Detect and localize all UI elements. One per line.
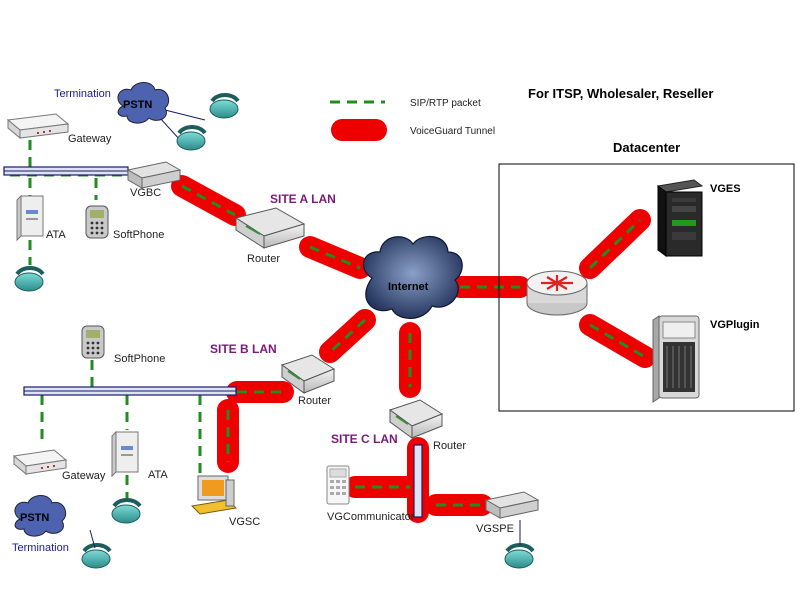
page-title: For ITSP, Wholesaler, Reseller	[528, 86, 713, 101]
sip-router-a-internet	[309, 245, 361, 270]
vgbc-label: VGBC	[130, 187, 161, 199]
tunnel-vgbc-router-a	[171, 175, 246, 226]
lan-b-bar	[23, 386, 237, 396]
router-a-icon	[234, 207, 306, 249]
ata-b-label: ATA	[148, 469, 168, 481]
legend-tunnel-label: VoiceGuard Tunnel	[410, 126, 495, 137]
datacenter-router-icon	[526, 270, 588, 316]
internet-label: Internet	[388, 281, 429, 293]
sip-dc-vgplugin	[589, 323, 646, 359]
phone-icon	[504, 543, 535, 569]
vgspe-device-icon	[484, 491, 540, 519]
vgplugin-server-icon	[652, 315, 700, 403]
vges-server-icon	[656, 179, 704, 257]
ata-a-icon	[16, 194, 44, 242]
sip-dc-vges	[588, 218, 642, 270]
phone-icon	[111, 498, 142, 524]
phone-icon	[14, 266, 45, 292]
pstn-top-cloud: PSTN	[117, 82, 170, 124]
softphone-a-label: SoftPhone	[113, 229, 164, 241]
pstn-b-label: PSTN	[20, 512, 49, 524]
router-c-icon	[388, 399, 444, 439]
vgbc-device-icon	[126, 161, 182, 189]
gateway-b-label: Gateway	[62, 470, 106, 482]
softphone-b-label: SoftPhone	[114, 353, 165, 365]
phone-cord	[89, 529, 96, 549]
pstn-top-label: PSTN	[123, 99, 152, 111]
ata-a-label: ATA	[46, 229, 66, 241]
gateway-a-icon	[6, 113, 70, 140]
softphone-a-icon	[85, 205, 109, 239]
site-b-label: SITE B LAN	[210, 342, 277, 356]
phone-cord-top-a	[164, 109, 206, 121]
router-c-label: Router	[433, 440, 466, 452]
datacenter-title: Datacenter	[613, 140, 680, 155]
vgcommunicator-label: VGCommunicator	[327, 511, 415, 523]
gateway-b-icon	[12, 449, 68, 476]
ata-b-icon	[111, 430, 139, 478]
pstn-b-cloud: PSTN	[14, 495, 67, 537]
phone-icon	[209, 93, 240, 119]
router-b-icon	[280, 354, 336, 394]
termination-top-label: Termination	[54, 88, 111, 100]
vgplugin-label: VGPlugin	[710, 319, 760, 331]
internet-cloud: Internet	[363, 235, 463, 319]
phone-cord-top-b	[159, 117, 181, 141]
router-a-label: Router	[247, 253, 280, 265]
vgsc-computer-icon	[190, 475, 238, 515]
vgsc-label: VGSC	[229, 516, 260, 528]
vges-label: VGES	[710, 183, 741, 195]
datacenter-box	[498, 163, 795, 412]
legend-sip-label: SIP/RTP packet	[410, 98, 481, 109]
softphone-b-icon	[81, 325, 105, 359]
vgcommunicator-icon	[326, 465, 350, 505]
phone-icon	[81, 543, 112, 569]
phone-icon	[176, 125, 207, 151]
lan-c-bar	[413, 444, 423, 518]
router-b-label: Router	[298, 395, 331, 407]
site-c-label: SITE C LAN	[331, 432, 398, 446]
lan-a-bar	[3, 166, 129, 176]
sip-internet-router-b	[328, 318, 367, 354]
gateway-a-label: Gateway	[68, 133, 112, 145]
site-a-label: SITE A LAN	[270, 192, 336, 206]
termination-b-label: Termination	[12, 542, 69, 554]
vgspe-label: VGSPE	[476, 523, 514, 535]
